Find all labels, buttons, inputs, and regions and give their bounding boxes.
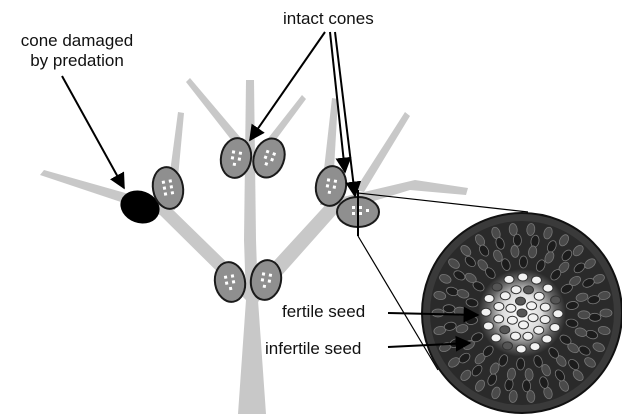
label-intact-cones: intact cones <box>283 9 374 29</box>
seed <box>528 314 538 322</box>
tree <box>40 78 468 414</box>
scale <box>522 380 531 392</box>
seed <box>519 321 529 329</box>
seed <box>534 292 544 300</box>
scale <box>600 309 612 317</box>
twig-right-far <box>355 112 410 192</box>
seed <box>523 332 533 340</box>
label-cone-damaged-line1: cone damaged <box>12 31 142 51</box>
seed <box>504 275 514 283</box>
label-cone-damaged-line2: by predation <box>12 51 142 71</box>
seed <box>494 315 504 323</box>
seed <box>553 310 563 318</box>
scale <box>519 256 527 268</box>
cross-section-seeds <box>478 269 566 357</box>
scale <box>513 234 522 246</box>
label-cone-damaged: cone damaged by predation <box>12 31 142 71</box>
scale <box>443 304 455 313</box>
seed <box>516 345 526 353</box>
arrow-damaged-cone <box>62 76 124 188</box>
seed <box>506 304 516 312</box>
seed <box>500 326 510 334</box>
seed <box>511 332 521 340</box>
seed <box>542 335 552 343</box>
label-fertile-seed: fertile seed <box>282 302 365 322</box>
seed <box>524 286 534 294</box>
seed <box>481 308 491 316</box>
seed <box>518 273 528 281</box>
seed <box>530 343 540 351</box>
scale <box>432 309 444 317</box>
seed <box>527 302 537 310</box>
seed <box>511 286 521 294</box>
seed <box>550 324 560 332</box>
seed <box>551 296 561 304</box>
cone-cross-section <box>422 213 622 413</box>
seed <box>503 342 513 350</box>
seed <box>540 303 550 311</box>
seed <box>517 309 527 317</box>
seed <box>494 303 504 311</box>
scale <box>589 313 601 322</box>
seed <box>483 322 493 330</box>
seed <box>532 276 542 284</box>
seed <box>543 284 553 292</box>
seed <box>492 283 502 291</box>
seed <box>491 334 501 342</box>
seed <box>500 292 510 300</box>
seed <box>516 297 526 305</box>
seed <box>540 316 550 324</box>
seed <box>534 326 544 334</box>
seed <box>484 295 494 303</box>
seed <box>507 316 517 324</box>
scale <box>516 358 524 370</box>
label-infertile-seed: infertile seed <box>265 339 361 359</box>
scale <box>578 311 590 319</box>
